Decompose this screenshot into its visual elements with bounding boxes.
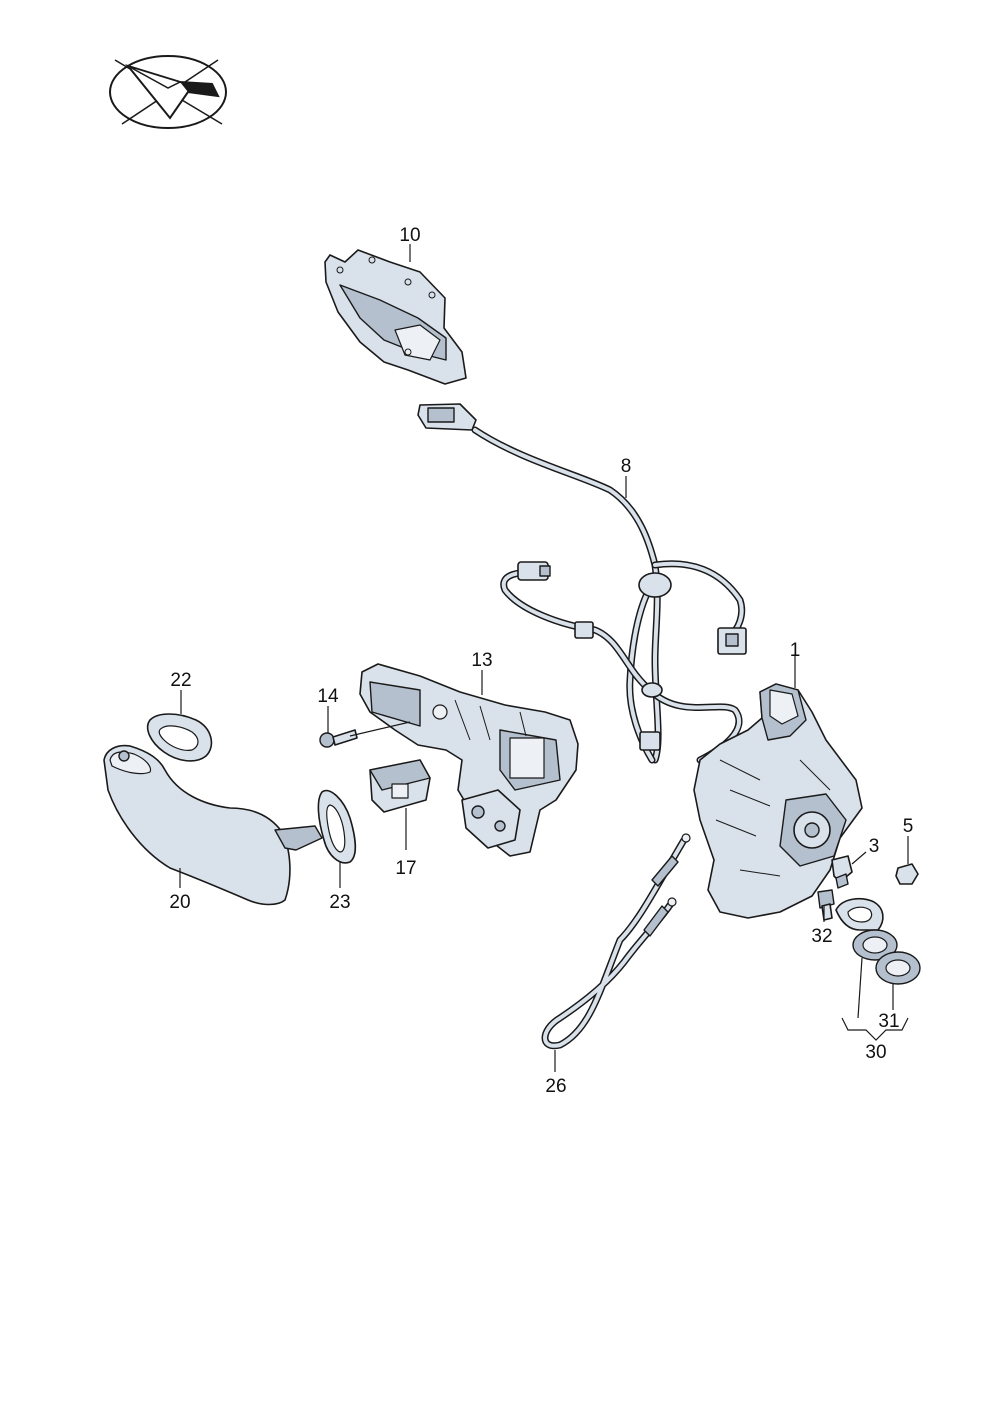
callout-1: 1 [790, 640, 801, 661]
part-3-bolt [831, 855, 853, 889]
vw-group-parts-logo-icon [109, 55, 227, 129]
callout-26: 26 [545, 1076, 566, 1097]
callout-31: 31 [878, 1011, 899, 1032]
callout-22: 22 [170, 670, 191, 691]
part-26-bowden-cable [541, 833, 691, 1050]
callout-10: 10 [399, 225, 420, 246]
callout-20: 20 [169, 892, 190, 913]
callout-14: 14 [317, 686, 339, 707]
callout-13: 13 [471, 650, 492, 671]
part-13-handle-carrier [359, 663, 579, 857]
part-10-housing [324, 249, 467, 385]
part-5-cap [895, 863, 919, 885]
callout-30: 30 [865, 1042, 886, 1063]
part-1-door-lock [693, 683, 863, 919]
part-23-gasket [317, 789, 357, 864]
callout-23: 23 [329, 892, 350, 913]
leader-lines [179, 244, 909, 1072]
callout-3: 3 [869, 836, 880, 857]
part-8-wiring-harness [417, 403, 747, 764]
part-30-striker-plate [835, 897, 898, 1019]
callout-17: 17 [395, 858, 416, 879]
part-31-plate [875, 951, 921, 985]
part-17-lock-cap [369, 759, 431, 813]
part-14-screw [319, 721, 411, 748]
part-32-screw [817, 889, 835, 921]
part-22-gasket [146, 713, 213, 762]
callout-5: 5 [903, 816, 914, 837]
callout-32: 32 [811, 926, 832, 947]
part-20-door-handle [103, 744, 323, 906]
callout-labels: 10 8 13 14 22 17 20 23 1 3 5 32 31 30 26 [169, 225, 913, 1097]
callout-8: 8 [621, 456, 632, 477]
